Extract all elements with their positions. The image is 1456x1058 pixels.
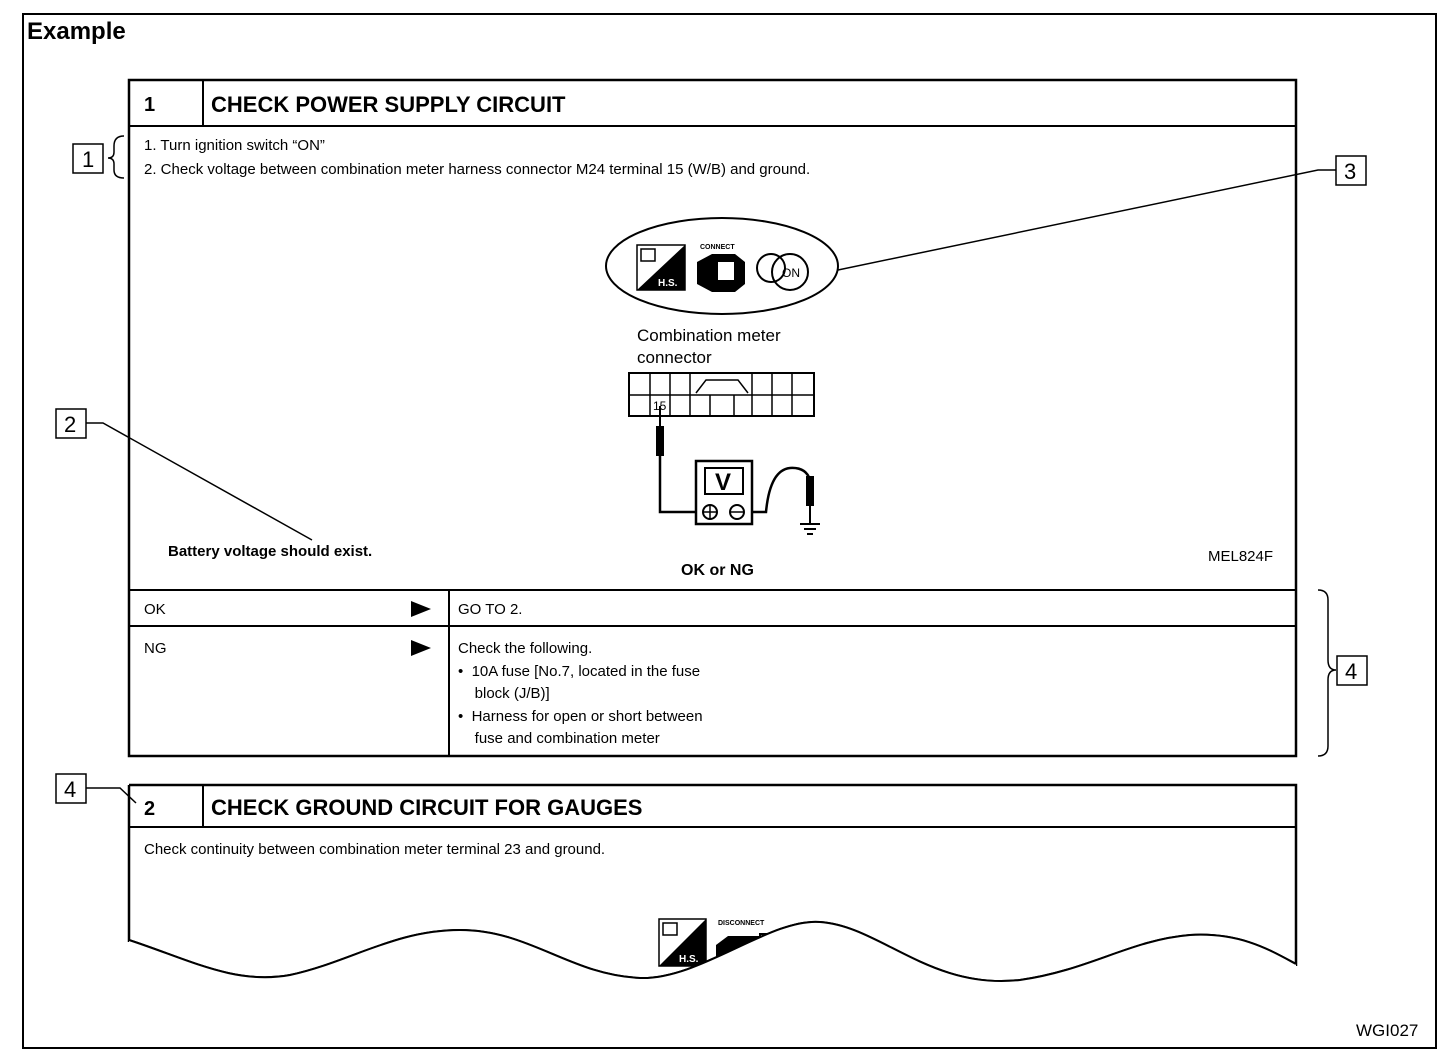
step-1-title: CHECK POWER SUPPLY CIRCUIT (211, 92, 566, 117)
page-figure-code: WGI027 (1356, 1021, 1418, 1040)
hs-manual-icon: H.S. (636, 244, 686, 291)
svg-text:ON: ON (782, 266, 800, 280)
expected-result: Battery voltage should exist. (168, 543, 372, 560)
ok-or-ng-label: OK or NG (681, 562, 754, 579)
callout-1: 1 (72, 135, 125, 179)
step-2-number: 2 (144, 798, 155, 820)
result-row-ok: OK GO TO 2. (144, 601, 522, 618)
step-1-number: 1 (144, 94, 155, 116)
voltmeter-label: V (715, 469, 731, 496)
callout-2: 2 (55, 408, 313, 541)
step-1-instruction-1: 1. Turn ignition switch “ON” (144, 137, 325, 154)
step-1-icon-group: H.S. CONNECT ON (605, 217, 839, 315)
step-1-instruction-2: 2. Check voltage between combination met… (144, 161, 810, 178)
svg-text:DISCONNECT: DISCONNECT (718, 920, 765, 927)
svg-text:OK: OK (144, 601, 166, 618)
svg-text:• 10A fuse [No.7, located in: • 10A fuse [No.7, located in the fuse (458, 663, 700, 680)
step-1-figure-code: MEL824F (1208, 548, 1273, 565)
voltmeter-circuit: V (656, 406, 820, 535)
svg-text:4: 4 (1345, 659, 1357, 684)
ignition-on-icon: ON (756, 253, 809, 291)
combination-meter-connector: 15 (628, 372, 815, 417)
result-row-ng: NG Check the following. • 10A fuse [No.7… (144, 640, 703, 747)
svg-text:1: 1 (82, 147, 94, 172)
page-heading: Example (27, 18, 126, 45)
page-border (22, 13, 1437, 1049)
svg-text:Check the following.: Check the following. (458, 640, 592, 657)
step-2-box (127, 783, 1298, 966)
svg-text:H.S.: H.S. (658, 278, 678, 289)
arrow-right-icon (411, 640, 431, 656)
svg-text:fuse and combination meter: fuse and combination meter (458, 730, 660, 747)
hs-manual-icon: H.S. (658, 918, 707, 967)
step-2-instruction: Check continuity between combination met… (144, 841, 605, 858)
svg-text:4: 4 (64, 777, 76, 802)
svg-text:H.S.: H.S. (679, 954, 699, 965)
svg-text:GO TO 2.: GO TO 2. (458, 601, 522, 618)
svg-text:• Harness for open or short b: • Harness for open or short between (458, 708, 703, 725)
svg-text:2: 2 (64, 412, 76, 437)
callout-4-results: 4 (1317, 589, 1368, 757)
svg-text:block (J/B)]: block (J/B)] (458, 685, 550, 702)
connector-label-line-2: connector (637, 348, 712, 367)
step-1-box (127, 78, 1298, 758)
svg-text:NG: NG (144, 640, 167, 657)
svg-text:CONNECT: CONNECT (700, 244, 735, 251)
voltmeter (694, 459, 754, 526)
wavy-cutoff-line (128, 920, 1297, 983)
step-2-title: CHECK GROUND CIRCUIT FOR GAUGES (211, 795, 642, 820)
connector-label-line-1: Combination meter (637, 326, 781, 345)
callout-3: 3 (837, 155, 1367, 271)
callout-4-step-2: 4 (55, 773, 137, 804)
arrow-right-icon (411, 601, 431, 617)
svg-text:3: 3 (1344, 159, 1356, 184)
connect-icon: CONNECT (697, 244, 745, 292)
